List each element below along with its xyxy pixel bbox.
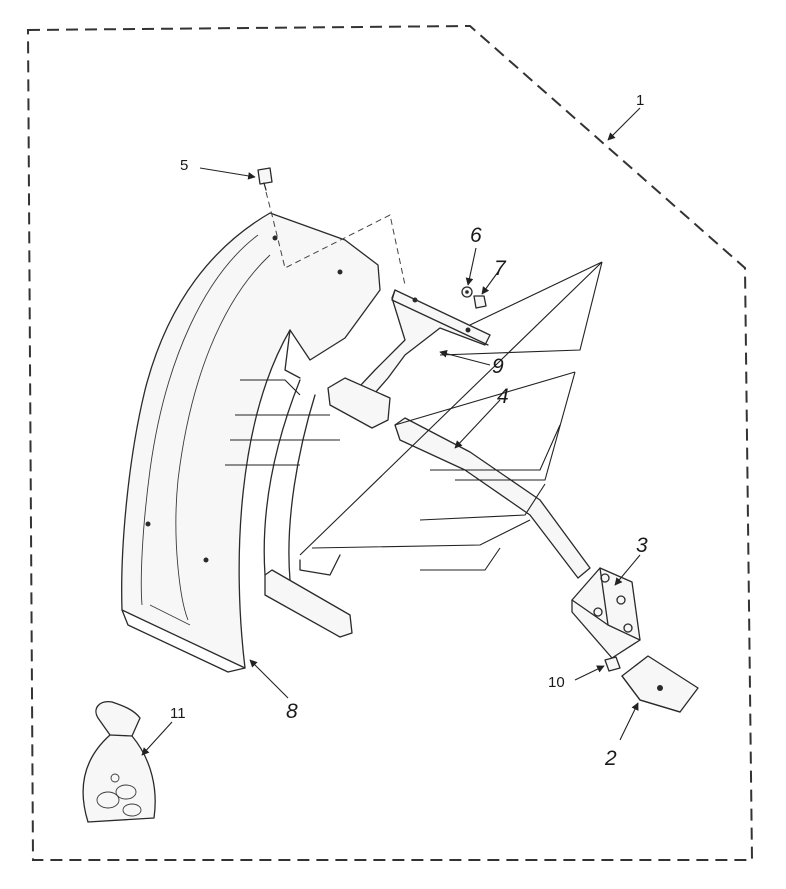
upper-bracket-part-9	[299, 289, 491, 576]
callout-7: 7	[494, 257, 507, 280]
callout-1: 1	[636, 92, 644, 109]
hardware-bag-part-11	[82, 701, 156, 823]
callout-9: 9	[492, 355, 504, 378]
clamp-block-part-3	[571, 567, 641, 659]
callout-8: 8	[286, 700, 298, 723]
callout-leaders	[141, 107, 641, 756]
assembly-guide-lines	[265, 191, 406, 286]
support-arm-part-4	[394, 417, 591, 579]
leader-fans	[225, 261, 603, 571]
callout-3: 3	[636, 534, 648, 557]
callout-4: 4	[497, 385, 509, 408]
nut-part-7	[473, 295, 487, 309]
clamp-plate-part-2	[621, 655, 699, 713]
callout-5: 5	[180, 157, 188, 174]
bolt-part-5	[257, 167, 273, 191]
kit-boundary	[26, 24, 754, 861]
bolt-part-10	[604, 656, 621, 672]
callout-10: 10	[548, 674, 565, 691]
callout-11: 11	[170, 705, 186, 722]
fender-part-8	[121, 212, 381, 673]
lower-bracket	[263, 379, 353, 638]
washer-part-6	[461, 286, 473, 298]
callout-2: 2	[604, 747, 617, 770]
callout-6: 6	[470, 224, 482, 247]
